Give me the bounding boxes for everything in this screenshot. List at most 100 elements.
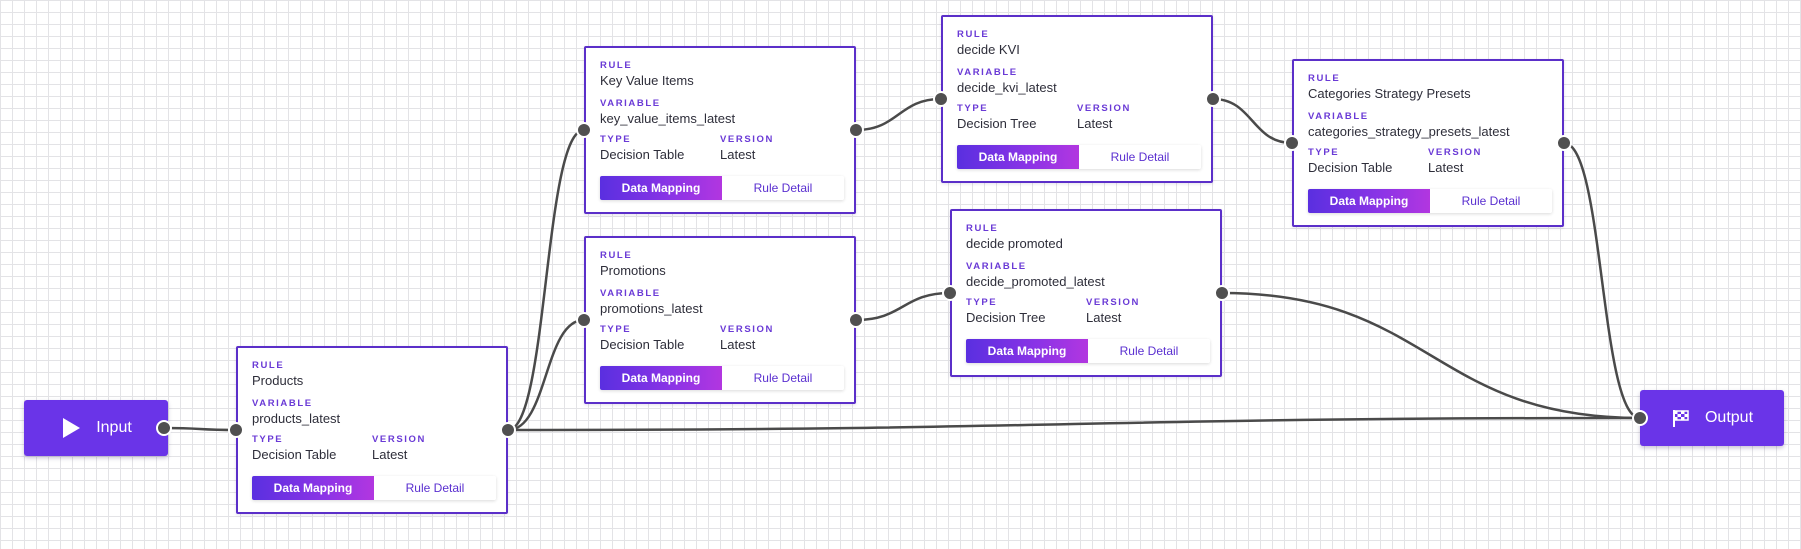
products-target-handle[interactable] bbox=[228, 422, 244, 438]
data-mapping-button[interactable]: Data Mapping bbox=[252, 476, 374, 500]
node-actions: Data Mapping Rule Detail bbox=[600, 366, 844, 390]
version-label: VERSION bbox=[720, 324, 774, 335]
rule-name: Key Value Items bbox=[600, 73, 694, 88]
rule-name: decide KVI bbox=[957, 42, 1020, 57]
rule-label: RULE bbox=[252, 360, 285, 371]
variable-name: promotions_latest bbox=[600, 301, 703, 316]
edge-input-to-products bbox=[163, 426, 237, 432]
output-node[interactable]: Output bbox=[1640, 390, 1784, 446]
type-value: Decision Tree bbox=[957, 116, 1037, 131]
categories-strategy-presets-target-handle[interactable] bbox=[1284, 135, 1300, 151]
type-label: TYPE bbox=[600, 324, 632, 335]
products-source-handle[interactable] bbox=[500, 422, 516, 438]
data-mapping-button[interactable]: Data Mapping bbox=[966, 339, 1088, 363]
checkered-flag-icon bbox=[1671, 408, 1691, 428]
rule-label: RULE bbox=[600, 60, 633, 71]
rule-node-decide-kvi[interactable]: RULE decide KVI VARIABLE decide_kvi_late… bbox=[941, 15, 1213, 183]
variable-name: products_latest bbox=[252, 411, 341, 426]
variable-label: VARIABLE bbox=[966, 261, 1027, 272]
input-source-handle[interactable] bbox=[156, 420, 172, 436]
data-mapping-button[interactable]: Data Mapping bbox=[600, 176, 722, 200]
variable-name: decide_kvi_latest bbox=[957, 80, 1057, 95]
data-mapping-button[interactable]: Data Mapping bbox=[1308, 189, 1430, 213]
rule-node-products[interactable]: RULE Products VARIABLE products_latest T… bbox=[236, 346, 508, 514]
type-label: TYPE bbox=[957, 103, 989, 114]
output-node-label: Output bbox=[1704, 409, 1754, 426]
variable-label: VARIABLE bbox=[957, 67, 1018, 78]
categories-strategy-presets-source-handle[interactable] bbox=[1556, 135, 1572, 151]
type-value: Decision Tree bbox=[966, 310, 1046, 325]
type-label: TYPE bbox=[600, 134, 632, 145]
decide-promoted-target-handle[interactable] bbox=[942, 285, 958, 301]
variable-name: decide_promoted_latest bbox=[966, 274, 1105, 289]
data-mapping-button[interactable]: Data Mapping bbox=[957, 145, 1079, 169]
version-label: VERSION bbox=[1077, 103, 1131, 114]
type-label: TYPE bbox=[252, 434, 284, 445]
version-label: VERSION bbox=[372, 434, 426, 445]
input-node[interactable]: Input bbox=[24, 400, 168, 456]
type-value: Decision Table bbox=[252, 447, 337, 462]
promotions-source-handle[interactable] bbox=[848, 312, 864, 328]
type-value: Decision Table bbox=[1308, 160, 1393, 175]
type-value: Decision Table bbox=[600, 337, 685, 352]
variable-label: VARIABLE bbox=[600, 98, 661, 109]
rule-detail-button[interactable]: Rule Detail bbox=[722, 366, 844, 390]
edge-products-to-promotions bbox=[507, 318, 585, 432]
edge-decide-kvi-to-categories-strategy-presets bbox=[1212, 97, 1293, 145]
node-actions: Data Mapping Rule Detail bbox=[252, 476, 496, 500]
rule-detail-button[interactable]: Rule Detail bbox=[1088, 339, 1210, 363]
version-value: Latest bbox=[720, 337, 756, 352]
version-value: Latest bbox=[720, 147, 756, 162]
variable-label: VARIABLE bbox=[600, 288, 661, 299]
decide-kvi-source-handle[interactable] bbox=[1205, 91, 1221, 107]
version-value: Latest bbox=[1086, 310, 1122, 325]
rule-node-categories-strategy-presets[interactable]: RULE Categories Strategy Presets VARIABL… bbox=[1292, 59, 1564, 227]
rule-label: RULE bbox=[1308, 73, 1341, 84]
promotions-target-handle[interactable] bbox=[576, 312, 592, 328]
decide-promoted-source-handle[interactable] bbox=[1214, 285, 1230, 301]
rule-detail-button[interactable]: Rule Detail bbox=[1430, 189, 1552, 213]
variable-label: VARIABLE bbox=[252, 398, 313, 409]
edge-products-to-key-value-items bbox=[507, 128, 585, 432]
edge-decide-promoted-to-output bbox=[1221, 291, 1641, 420]
play-icon bbox=[60, 416, 82, 440]
input-node-label: Input bbox=[96, 419, 132, 436]
node-actions: Data Mapping Rule Detail bbox=[957, 145, 1201, 169]
variable-name: key_value_items_latest bbox=[600, 111, 736, 126]
rule-detail-button[interactable]: Rule Detail bbox=[722, 176, 844, 200]
node-actions: Data Mapping Rule Detail bbox=[1308, 189, 1552, 213]
rule-name: Promotions bbox=[600, 263, 666, 278]
version-value: Latest bbox=[372, 447, 408, 462]
type-label: TYPE bbox=[966, 297, 998, 308]
version-label: VERSION bbox=[1086, 297, 1140, 308]
rule-node-key-value-items[interactable]: RULE Key Value Items VARIABLE key_value_… bbox=[584, 46, 856, 214]
version-label: VERSION bbox=[1428, 147, 1482, 158]
edge-key-value-items-to-decide-kvi bbox=[855, 97, 942, 132]
variable-name: categories_strategy_presets_latest bbox=[1308, 124, 1510, 139]
edge-categories-strategy-presets-to-output bbox=[1563, 141, 1641, 420]
key-value-items-target-handle[interactable] bbox=[576, 122, 592, 138]
variable-label: VARIABLE bbox=[1308, 111, 1369, 122]
rule-detail-button[interactable]: Rule Detail bbox=[374, 476, 496, 500]
data-mapping-button[interactable]: Data Mapping bbox=[600, 366, 722, 390]
type-value: Decision Table bbox=[600, 147, 685, 162]
rule-label: RULE bbox=[957, 29, 990, 40]
decide-kvi-target-handle[interactable] bbox=[933, 91, 949, 107]
rule-label: RULE bbox=[600, 250, 633, 261]
version-label: VERSION bbox=[720, 134, 774, 145]
node-actions: Data Mapping Rule Detail bbox=[966, 339, 1210, 363]
rule-node-promotions[interactable]: RULE Promotions VARIABLE promotions_late… bbox=[584, 236, 856, 404]
output-target-handle[interactable] bbox=[1632, 410, 1648, 426]
rule-name: Products bbox=[252, 373, 304, 388]
version-value: Latest bbox=[1428, 160, 1464, 175]
type-label: TYPE bbox=[1308, 147, 1340, 158]
rule-node-decide-promoted[interactable]: RULE decide promoted VARIABLE decide_pro… bbox=[950, 209, 1222, 377]
node-actions: Data Mapping Rule Detail bbox=[600, 176, 844, 200]
key-value-items-source-handle[interactable] bbox=[848, 122, 864, 138]
rule-label: RULE bbox=[966, 223, 999, 234]
edge-promotions-to-decide-promoted bbox=[855, 291, 951, 322]
rule-detail-button[interactable]: Rule Detail bbox=[1079, 145, 1201, 169]
rule-name: Categories Strategy Presets bbox=[1308, 86, 1471, 101]
edge-products-to-output bbox=[507, 416, 1641, 432]
